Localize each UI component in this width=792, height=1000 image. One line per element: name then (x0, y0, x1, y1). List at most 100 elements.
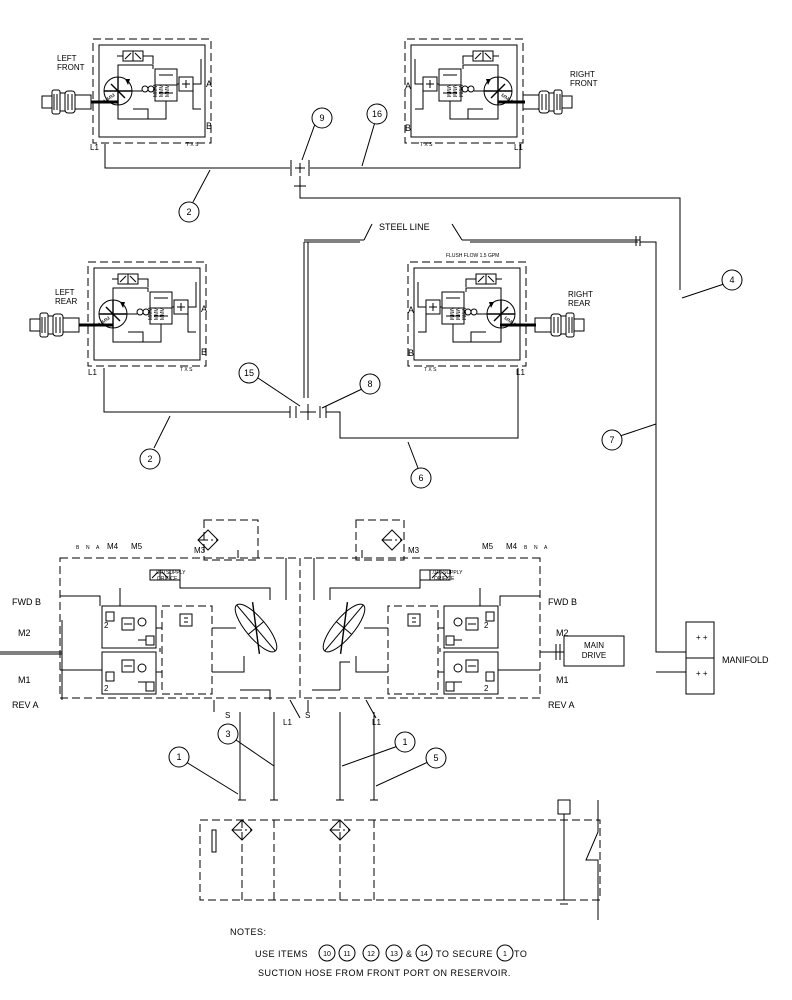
rear-case-drain-line (103, 368, 519, 439)
left-pump-m2: M2 (18, 628, 31, 638)
svg-text:12: 12 (367, 951, 375, 958)
steel-line-label: STEEL LINE (379, 222, 430, 232)
balloon-2-rear: 2 (139, 415, 171, 470)
steel-line: STEEL LINE (303, 222, 686, 673)
notes-heading: NOTES: (230, 927, 267, 937)
left-rear-port-b: B (201, 347, 207, 357)
right-pump-m2: M2 (556, 628, 569, 638)
balloon-7: 7 (601, 423, 657, 451)
svg-text:2: 2 (186, 207, 191, 217)
right-pump-m5: M5 (482, 542, 494, 551)
notes-line1-pre: USE ITEMS (255, 949, 308, 959)
svg-text:8: 8 (367, 379, 372, 389)
left-pump-s: S (225, 711, 230, 720)
svg-text:1: 1 (402, 737, 407, 747)
right-pump-relief-top: 2 (484, 621, 489, 630)
svg-text:1: 1 (503, 951, 507, 958)
left-pump-rev: REV A (12, 700, 39, 710)
right-rear-txs: T X S (424, 367, 437, 373)
note-item-12: 12 (362, 944, 380, 962)
note-item-11: 11 (338, 944, 356, 962)
manifold-label: MANIFOLD (722, 655, 769, 665)
svg-text:2: 2 (147, 454, 152, 464)
notes-line2: SUCTION HOSE FROM FRONT PORT ON RESERVOI… (258, 968, 511, 978)
notes-amp: & (406, 949, 413, 959)
left-pump-m1: M1 (18, 675, 31, 685)
balloon-1-right: 1 (341, 731, 416, 767)
right-rear-port-a: A (408, 305, 414, 315)
right-pump-relief-bottom: 2 (484, 684, 489, 693)
reservoir (199, 799, 601, 920)
right-pump-n: N (534, 545, 538, 551)
right-front-port-a: A (405, 81, 411, 91)
svg-text:5: 5 (433, 753, 438, 763)
svg-text:6: 6 (418, 473, 423, 483)
right-pump-b: B (524, 545, 528, 551)
svg-text:10: 10 (323, 951, 331, 958)
left-pump-fwd: FWD B (12, 597, 41, 607)
right-pump-m3: M3 (408, 546, 420, 555)
svg-text:7: 7 (609, 435, 614, 445)
note-item-13: 13 (385, 944, 403, 962)
right-rear-l1: L1 (516, 368, 525, 377)
right-pump-m4: M4 (506, 542, 518, 551)
right-pump-l1: L1 (372, 718, 381, 727)
left-pump-relief-bottom: 2 (104, 684, 109, 693)
svg-text:14: 14 (420, 951, 428, 958)
left-pump-m3: M3 (194, 546, 206, 555)
left-front-txs: T X S (186, 142, 199, 148)
left-pump-l1: L1 (283, 718, 292, 727)
svg-text:4: 4 (729, 275, 734, 285)
right-front-port-b: B (405, 123, 411, 133)
front-case-drain-line (104, 144, 681, 290)
notes-line1-post: TO (514, 949, 527, 959)
svg-text:9: 9 (319, 113, 324, 123)
left-rear-txs: T X S (180, 367, 193, 373)
flush-flow-label: FLUSH FLOW 1.5 GPM (446, 253, 499, 259)
right-pump-a: A (544, 545, 548, 551)
left-front-port-b: B (206, 121, 212, 131)
pump-interconnect (213, 661, 377, 800)
left-pump-m5: M5 (131, 542, 143, 551)
balloon-4: 4 (681, 269, 743, 299)
balloon-16: 16 (361, 103, 388, 167)
left-pump-b: B (76, 545, 80, 551)
balloon-2-front: 2 (178, 169, 211, 223)
note-item-10: 10 (318, 944, 336, 962)
left-pump-a: A (96, 545, 100, 551)
left-pump-assembly: FWD B REV A M2 M1 B N A M4 M5 M3 .040 SU… (0, 519, 301, 727)
right-front-l1: L1 (514, 143, 523, 152)
balloon-1-left: 1 (168, 746, 239, 795)
svg-text:15: 15 (244, 368, 254, 378)
note-item-14: 14 (415, 944, 433, 962)
notes-line1-mid: TO SECURE (436, 949, 493, 959)
svg-text:16: 16 (372, 109, 382, 119)
svg-text:+ +: + + (696, 669, 708, 678)
balloon-5: 5 (375, 747, 447, 787)
right-pump-m1: M1 (556, 675, 569, 685)
manifold: + + + + MANIFOLD (685, 621, 769, 695)
notes: NOTES: USE ITEMS 10 11 12 13 & 14 TO SEC… (230, 927, 527, 978)
svg-text:13: 13 (390, 951, 398, 958)
left-pump-m4: M4 (107, 542, 119, 551)
svg-text:+ +: + + (696, 633, 708, 642)
left-rear-port-a: A (201, 304, 207, 314)
left-rear-l1: L1 (88, 368, 97, 377)
svg-text:11: 11 (343, 951, 350, 958)
right-pump-fwd: FWD B (548, 597, 577, 607)
balloon-3: 3 (217, 723, 275, 767)
balloon-8: 8 (321, 373, 381, 409)
main-drive-box (563, 635, 625, 667)
